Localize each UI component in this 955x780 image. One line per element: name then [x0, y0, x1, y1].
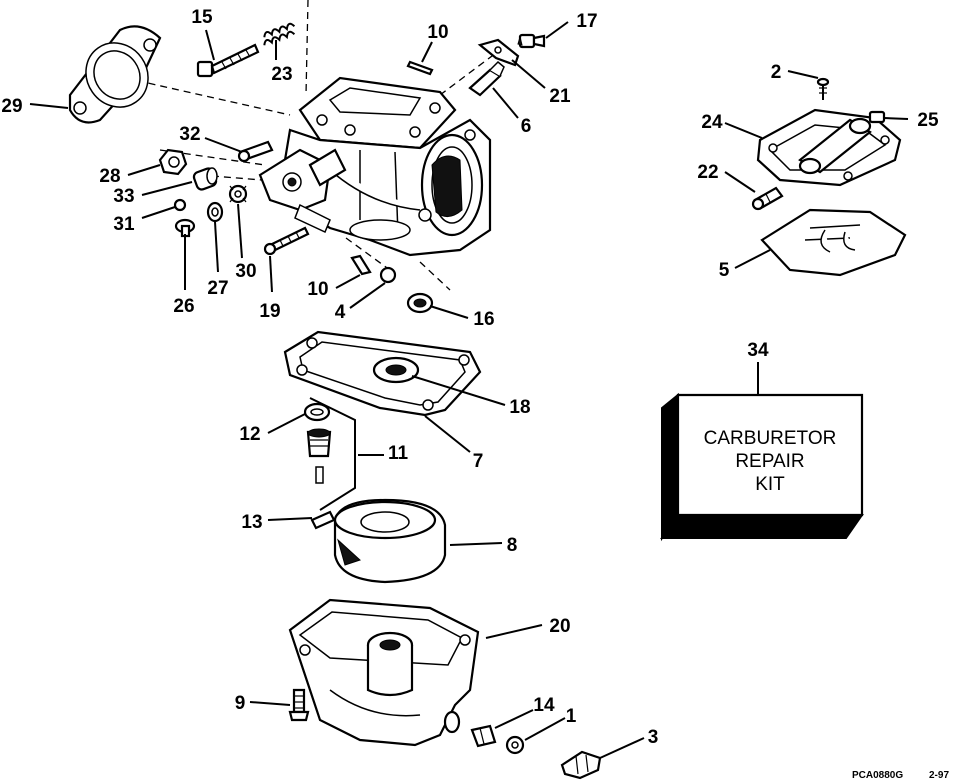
- float-part-8: [333, 498, 447, 584]
- callout-15: 15: [191, 7, 213, 28]
- callout-6: 6: [521, 116, 532, 137]
- plug-part-16: [406, 292, 434, 314]
- jet-part-14: [470, 724, 497, 748]
- washer-part-12: [303, 402, 331, 422]
- callout-8: 8: [507, 535, 518, 556]
- callout-34: 34: [747, 340, 769, 361]
- screw-part-2: [816, 77, 830, 100]
- callout-19: 19: [259, 301, 280, 322]
- needle-seat-part-11: [306, 397, 356, 511]
- fitting-part-25: [868, 110, 886, 124]
- cover-part-24: [756, 108, 902, 187]
- drain-screw-part-3: [560, 750, 602, 780]
- callout-1: 1: [566, 706, 577, 727]
- callout-14: 14: [533, 695, 555, 716]
- callout-20: 20: [549, 616, 570, 637]
- callout-26: 26: [173, 296, 194, 317]
- flange-gasket-part-29: [68, 25, 162, 124]
- callout-32: 32: [179, 124, 200, 145]
- callout-10-upper: 10: [427, 22, 448, 43]
- idle-screw-part-15: [196, 43, 260, 78]
- callout-16: 16: [473, 309, 494, 330]
- callout-21: 21: [549, 86, 571, 107]
- callout-numbers: 15 23 29 10 17 21 6 32 28 33 31 26 27 30…: [1, 7, 939, 748]
- ball-part-4: [379, 266, 397, 284]
- callout-28: 28: [99, 166, 120, 187]
- callout-7: 7: [473, 451, 484, 472]
- lockwasher-part-30: [228, 184, 248, 204]
- leader-lines: [29, 21, 909, 759]
- needle-part-6: [468, 60, 505, 97]
- fitting-part-17: [517, 33, 546, 49]
- fitting-part-22: [751, 186, 784, 211]
- nut-part-28: [158, 148, 188, 176]
- callout-4: 4: [335, 302, 346, 323]
- kit-label-line2: REPAIR: [735, 451, 804, 472]
- pin-part-10-upper: [406, 60, 434, 76]
- kit-label-line3: KIT: [755, 474, 785, 495]
- callout-23: 23: [271, 64, 292, 85]
- carburetor-body: [258, 76, 492, 257]
- callout-5: 5: [719, 260, 730, 281]
- pin-part-13: [310, 510, 336, 530]
- callout-30: 30: [235, 261, 256, 282]
- washer-part-27: [206, 201, 224, 223]
- callout-31: 31: [113, 214, 135, 235]
- callout-33: 33: [113, 186, 134, 207]
- callout-17: 17: [576, 11, 597, 32]
- callout-9: 9: [235, 693, 246, 714]
- callout-29: 29: [1, 96, 22, 117]
- screw-part-9: [288, 688, 310, 722]
- float-bowl-part-20: [288, 598, 480, 747]
- callout-18: 18: [509, 397, 530, 418]
- reference-date: 2-97: [929, 770, 949, 780]
- callout-12: 12: [239, 424, 260, 445]
- callout-3: 3: [648, 727, 659, 748]
- kit-label-line1: CARBURETOR: [704, 428, 837, 449]
- gasket-part-18: [372, 356, 420, 384]
- callout-22: 22: [697, 162, 718, 183]
- callout-11: 11: [388, 443, 409, 464]
- reference-code: PCA0880G: [852, 770, 903, 780]
- screw-part-26: [174, 218, 196, 238]
- washer-part-31: [173, 198, 187, 212]
- pin-part-10-lower: [350, 254, 372, 276]
- callout-10-lower: 10: [307, 279, 328, 300]
- clip-part-21: [477, 38, 520, 67]
- callout-24: 24: [701, 112, 723, 133]
- screw-part-19: [263, 226, 310, 256]
- washer-part-1: [505, 735, 525, 755]
- spring-part-23: [263, 22, 296, 46]
- callout-13: 13: [241, 512, 262, 533]
- callout-2: 2: [771, 62, 782, 83]
- repair-kit-box-part-34: CARBURETOR REPAIR KIT: [660, 392, 864, 542]
- callout-25: 25: [917, 110, 939, 131]
- diaphragm-part-5: [760, 208, 907, 277]
- pin-part-32: [237, 140, 274, 163]
- callout-27: 27: [207, 278, 228, 299]
- bushing-part-33: [192, 167, 218, 191]
